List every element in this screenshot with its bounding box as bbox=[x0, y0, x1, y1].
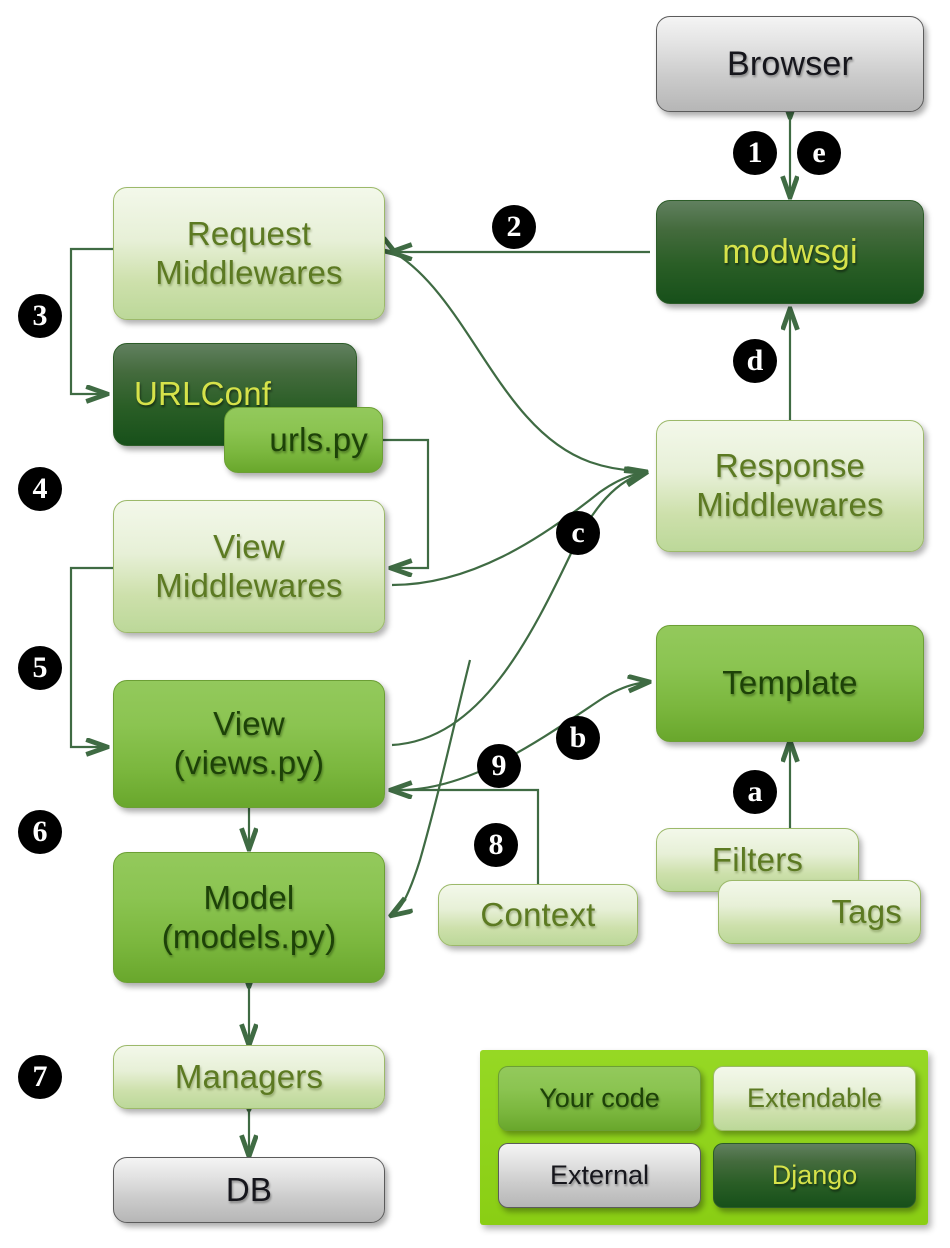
badge-4: 4 bbox=[18, 467, 62, 511]
node-view[interactable]: View (views.py) bbox=[113, 680, 385, 808]
badge-9: 9 bbox=[477, 744, 521, 788]
node-browser[interactable]: Browser bbox=[656, 16, 924, 112]
node-view-middlewares[interactable]: View Middlewares bbox=[113, 500, 385, 633]
node-response-middlewares[interactable]: Response Middlewares bbox=[656, 420, 924, 552]
wire-request-middlewares-urlconf bbox=[69, 247, 113, 394]
node-template[interactable]: Template bbox=[656, 625, 924, 742]
node-request-middlewares[interactable]: Request Middlewares bbox=[113, 187, 385, 320]
node-model[interactable]: Model (models.py) bbox=[113, 852, 385, 983]
wire-view-middlewares-to-response bbox=[391, 472, 645, 587]
wire-view-template bbox=[399, 682, 648, 792]
legend-panel: Your code Extendable External Django bbox=[480, 1050, 928, 1225]
badge-a: a bbox=[733, 770, 777, 814]
legend-item-external: External bbox=[498, 1143, 701, 1208]
node-modwsgi[interactable]: modwsgi bbox=[656, 200, 924, 304]
badge-b: b bbox=[556, 716, 600, 760]
badge-3: 3 bbox=[18, 294, 62, 338]
badge-c: c bbox=[556, 511, 600, 555]
badge-5: 5 bbox=[18, 646, 62, 690]
wire-request-to-response-middlewares bbox=[395, 253, 646, 473]
badge-8: 8 bbox=[474, 823, 518, 867]
wire-view-to-response-middlewares bbox=[391, 473, 645, 747]
wire-context-to-model bbox=[392, 659, 472, 915]
legend-item-your-code: Your code bbox=[498, 1066, 701, 1131]
badge-7: 7 bbox=[18, 1055, 62, 1099]
badge-2: 2 bbox=[492, 205, 536, 249]
wire-urls-view-middlewares bbox=[383, 438, 430, 568]
node-managers[interactable]: Managers bbox=[113, 1045, 385, 1109]
legend-item-extendable: Extendable bbox=[713, 1066, 916, 1131]
badge-d: d bbox=[733, 339, 777, 383]
badge-e: e bbox=[797, 131, 841, 175]
node-urls-py[interactable]: urls.py bbox=[224, 407, 383, 473]
badge-6: 6 bbox=[18, 810, 62, 854]
node-tags[interactable]: Tags bbox=[718, 880, 921, 944]
badge-1: 1 bbox=[733, 131, 777, 175]
node-db[interactable]: DB bbox=[113, 1157, 385, 1223]
wire-view-middlewares-view bbox=[69, 566, 113, 747]
legend-item-django: Django bbox=[713, 1143, 916, 1208]
node-context[interactable]: Context bbox=[438, 884, 638, 946]
